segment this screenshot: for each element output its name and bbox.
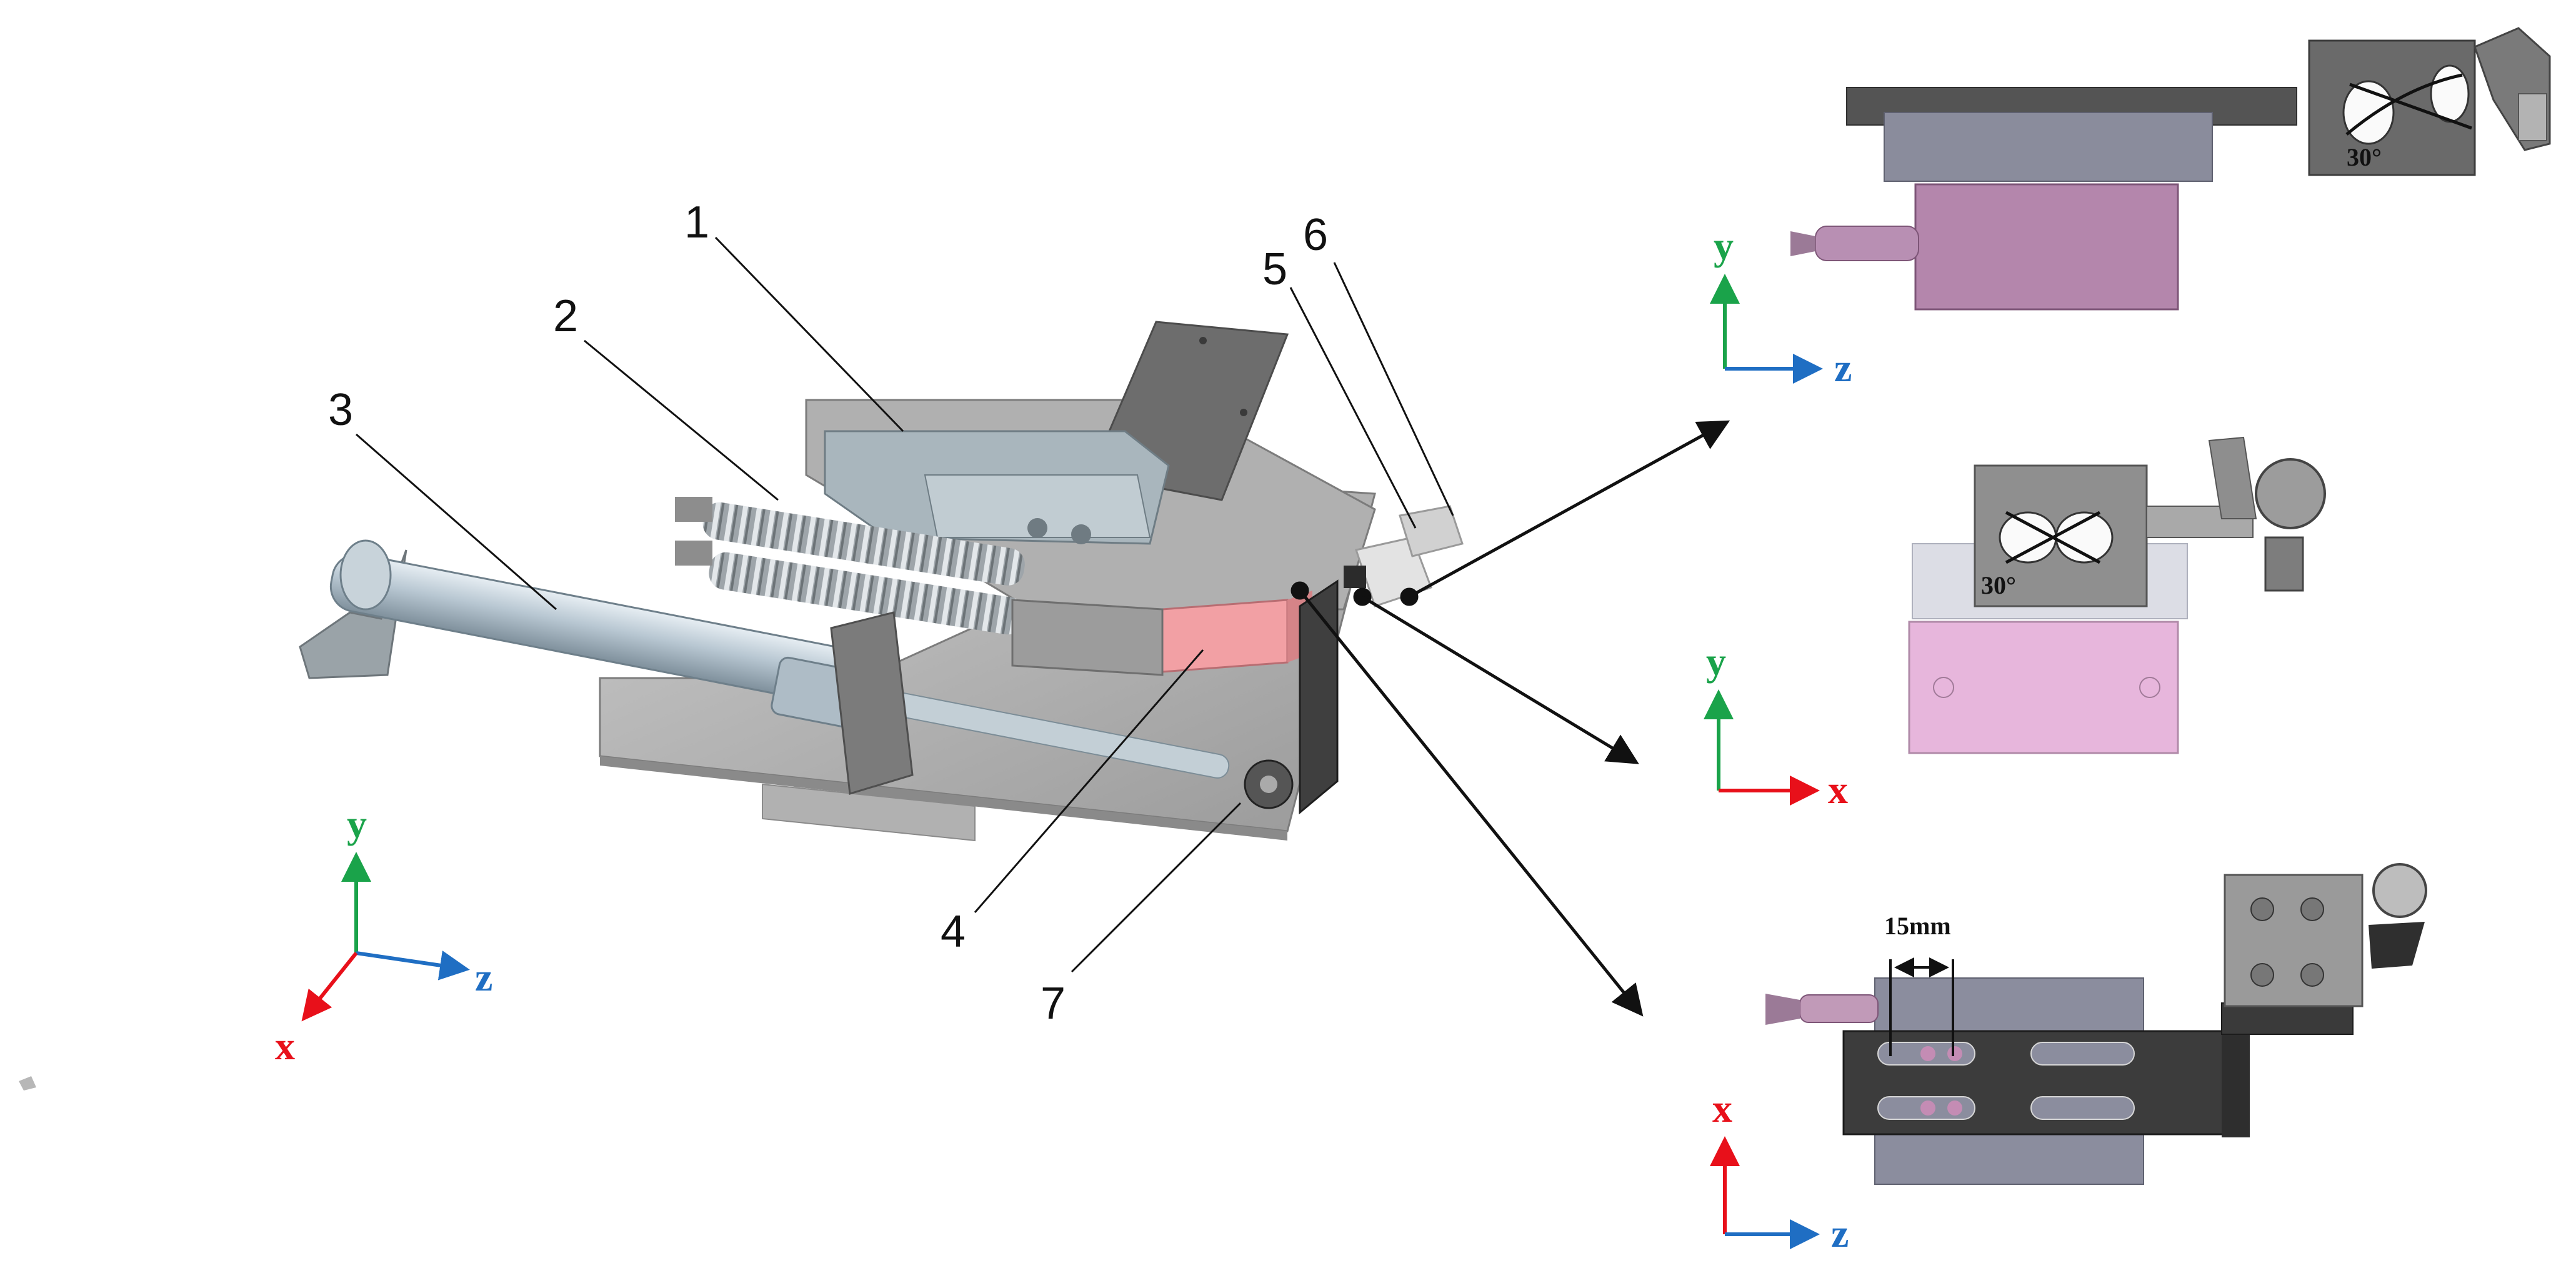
callout-4: 4 bbox=[941, 907, 966, 957]
callout-2: 2 bbox=[553, 291, 578, 341]
side-support bbox=[830, 611, 914, 795]
middle-axis-y-label: y bbox=[1706, 639, 1726, 684]
main-axis-z-label: z bbox=[475, 955, 492, 999]
callout-6: 6 bbox=[1303, 210, 1328, 260]
callout-labels: 1 2 3 4 5 6 7 bbox=[328, 197, 1328, 1029]
callout-leaders bbox=[356, 236, 1454, 973]
main-axes: y z x bbox=[275, 802, 492, 1068]
pneumatic-cylinder bbox=[299, 539, 1230, 779]
callout-1: 1 bbox=[684, 197, 709, 247]
spring-guide-rods bbox=[675, 497, 1025, 635]
main-assembly bbox=[299, 321, 1464, 842]
top-angle-label: 30° bbox=[2347, 143, 2382, 171]
right-vertical-plate bbox=[1299, 579, 1339, 815]
top-axis-y-label: y bbox=[1714, 224, 1734, 268]
view-top: 30° y z bbox=[1710, 27, 2551, 390]
under-bracket bbox=[762, 783, 976, 842]
view-bottom: 15mm x z bbox=[1710, 863, 2427, 1256]
cylinder-foot-bracket bbox=[299, 549, 407, 679]
bottom-axis-z-label: z bbox=[1831, 1211, 1849, 1256]
base-plate-edge bbox=[600, 756, 1287, 841]
top-axis-z-label: z bbox=[1834, 346, 1852, 390]
callout-7: 7 bbox=[1041, 979, 1066, 1029]
main-axis-x-label: x bbox=[275, 1024, 295, 1068]
spacing-dimension-label: 15mm bbox=[1884, 912, 1951, 940]
middle-axis-x-label: x bbox=[1828, 767, 1848, 812]
mount-block bbox=[1011, 599, 1164, 676]
projection-arrows bbox=[1290, 420, 1730, 1017]
middle-angle-label: 30° bbox=[1981, 571, 2016, 599]
callout-5: 5 bbox=[1262, 244, 1287, 294]
main-axis-y-label: y bbox=[347, 802, 367, 846]
stray-mark bbox=[19, 1076, 36, 1091]
view-middle: 30° y x bbox=[1704, 436, 2326, 812]
bottom-axis-x-label: x bbox=[1712, 1086, 1732, 1131]
callout-3: 3 bbox=[328, 385, 353, 435]
